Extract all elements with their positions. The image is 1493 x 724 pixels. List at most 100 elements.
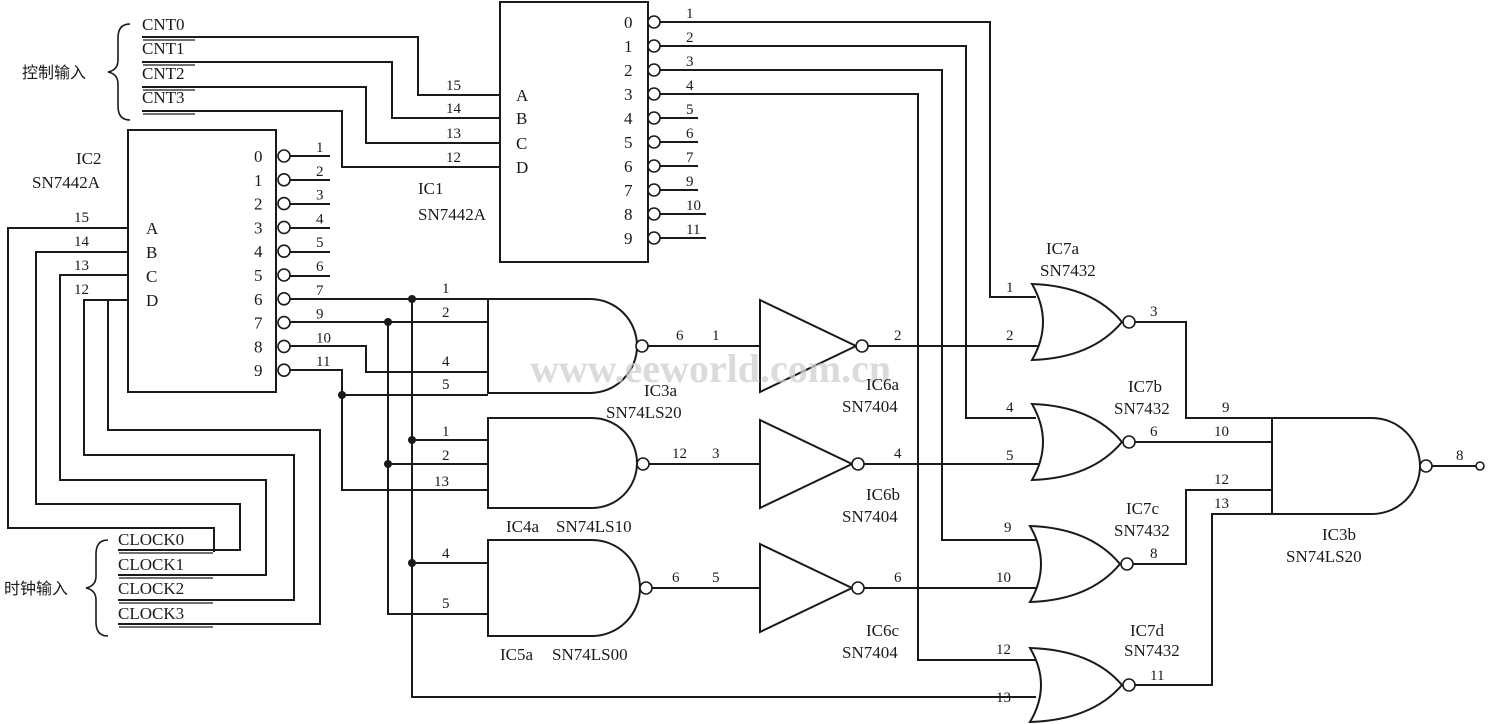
ic5a-out-pin: 6 xyxy=(672,570,680,586)
ic7c-part: SN7432 xyxy=(1114,521,1170,540)
ic6b-out-pin: 4 xyxy=(894,446,902,462)
junction-dot xyxy=(384,460,392,468)
ic1-out-label: 7 xyxy=(624,181,633,200)
ic3a-pin: 5 xyxy=(442,377,450,393)
ic1-out-bubble xyxy=(647,135,661,149)
ic2-out-label: 7 xyxy=(254,314,263,333)
ic7a-part: SN7432 xyxy=(1040,261,1096,280)
ic1-name: IC1 xyxy=(418,179,444,198)
ic1-out-bubble xyxy=(647,15,661,29)
ic4a-pin: 13 xyxy=(434,474,449,490)
ic1-out-bubble xyxy=(647,111,661,125)
ic2-out-bubble xyxy=(277,291,291,306)
cnt-label: CNT0 xyxy=(142,15,185,34)
ic5a-pin: 4 xyxy=(442,546,450,562)
ic2-out-pin: 11 xyxy=(316,354,330,370)
ic6a-out-pin: 2 xyxy=(894,328,902,344)
ic1-out-label: 6 xyxy=(624,157,633,176)
junction-dot xyxy=(338,391,346,399)
cnt-label: CNT1 xyxy=(142,39,185,58)
ic1-in-A: A xyxy=(516,86,529,105)
ic7b-out-pin: 6 xyxy=(1150,424,1158,440)
ic2-out-label: 2 xyxy=(254,195,263,214)
ic2-out-bubble xyxy=(277,363,291,378)
ic1-out-pin: 7 xyxy=(686,150,694,166)
ic2-out-pin: 9 xyxy=(316,307,324,323)
ic1-out-label: 4 xyxy=(624,109,633,128)
cnt-label: CNT3 xyxy=(142,88,185,107)
ic1-out-bubble xyxy=(647,39,661,53)
ic2-pin-B: 14 xyxy=(74,234,90,250)
ic6b-part: SN7404 xyxy=(842,507,898,526)
ic4a-output-bubble xyxy=(636,457,650,471)
ic1-out-label: 5 xyxy=(624,133,633,152)
ic1-output-wires xyxy=(660,21,1036,661)
clock-label: CLOCK0 xyxy=(118,530,184,549)
ic2-out-label: 0 xyxy=(254,147,263,166)
ic1-out-label: 9 xyxy=(624,229,633,248)
ic3b-out-pin: 8 xyxy=(1456,448,1464,464)
ic6a-in-pin: 1 xyxy=(712,328,720,344)
ic2-out-pin: 3 xyxy=(316,188,324,204)
ic2-out-pin: 1 xyxy=(316,140,324,156)
ic2-out-label: 9 xyxy=(254,361,263,380)
ic1-out-label: 2 xyxy=(624,61,633,80)
ic2-out-bubble xyxy=(277,244,291,258)
ic2-out-bubble xyxy=(277,220,291,235)
ic3a-part: SN74LS20 xyxy=(606,403,682,422)
ic7b-or-gate xyxy=(1030,402,1124,482)
ic1-out-bubble xyxy=(647,159,661,173)
ic1-out-bubble xyxy=(647,207,661,221)
ic3b-pin: 10 xyxy=(1214,424,1229,440)
ic1-out-bubble xyxy=(647,87,661,101)
ic3a-pin: 1 xyxy=(442,281,450,297)
ic1-input-labels: A B C D 15 14 13 12 xyxy=(446,78,529,177)
ic2-out-bubble xyxy=(277,268,291,282)
ic7d-pin: 13 xyxy=(996,690,1011,706)
ic2-out-bubble xyxy=(277,339,291,354)
ic7a-pin: 2 xyxy=(1006,328,1014,344)
cnt-label: CNT2 xyxy=(142,64,185,83)
ic2-out-bubble xyxy=(277,315,291,330)
ic7c-output-bubble xyxy=(1120,557,1134,571)
ic2-out-label: 8 xyxy=(254,337,263,356)
ic2-body xyxy=(127,129,277,393)
clock-input-names: CLOCK0 CLOCK1 CLOCK2 CLOCK3 xyxy=(118,530,184,623)
ic2-part: SN7442A xyxy=(32,173,101,192)
ic2-input-labels: A B C D 15 14 13 12 xyxy=(74,210,159,310)
ic1-out-pin: 5 xyxy=(686,102,694,118)
control-input-wires xyxy=(142,36,500,168)
ic6b-in-pin: 3 xyxy=(712,446,720,462)
ic5a-name: IC5a xyxy=(500,645,534,664)
clock-input-label: 时钟输入 xyxy=(4,579,68,598)
ic1-in-C: C xyxy=(516,134,527,153)
or-to-ic3b-wires xyxy=(1133,321,1272,686)
ic2-out-label: 3 xyxy=(254,218,263,237)
junction-dot xyxy=(384,318,392,326)
ic4a-name: IC4a xyxy=(506,517,540,536)
ic2-in-C: C xyxy=(146,267,157,286)
ic2-out-pin: 7 xyxy=(316,283,324,299)
ic7b-part: SN7432 xyxy=(1114,399,1170,418)
ic2-out-label: 6 xyxy=(254,290,263,309)
ic5a-pin: 5 xyxy=(442,596,450,612)
ic3a-pin: 2 xyxy=(442,305,450,321)
ic2-out-pin: 2 xyxy=(316,164,324,180)
ic1-out-pin: 4 xyxy=(686,78,694,94)
ic7d-output-bubble xyxy=(1122,678,1136,692)
ic1-out-label: 0 xyxy=(624,13,633,32)
ic1-in-B: B xyxy=(516,109,527,128)
ic7b-pin: 5 xyxy=(1006,448,1014,464)
ic6b-inverter xyxy=(759,418,855,510)
ic7c-name: IC7c xyxy=(1126,499,1160,518)
ic7c-or-gate xyxy=(1028,524,1122,604)
clock-label: CLOCK1 xyxy=(118,555,184,574)
output-terminal xyxy=(1475,461,1485,471)
ic7d-out-pin: 11 xyxy=(1150,668,1164,684)
ic6a-inverter xyxy=(759,298,859,394)
ic2-name: IC2 xyxy=(76,149,102,168)
clock-input-wires xyxy=(35,251,321,625)
ic1-out-bubble xyxy=(647,231,661,245)
ic1-out-pin: 11 xyxy=(686,222,700,238)
